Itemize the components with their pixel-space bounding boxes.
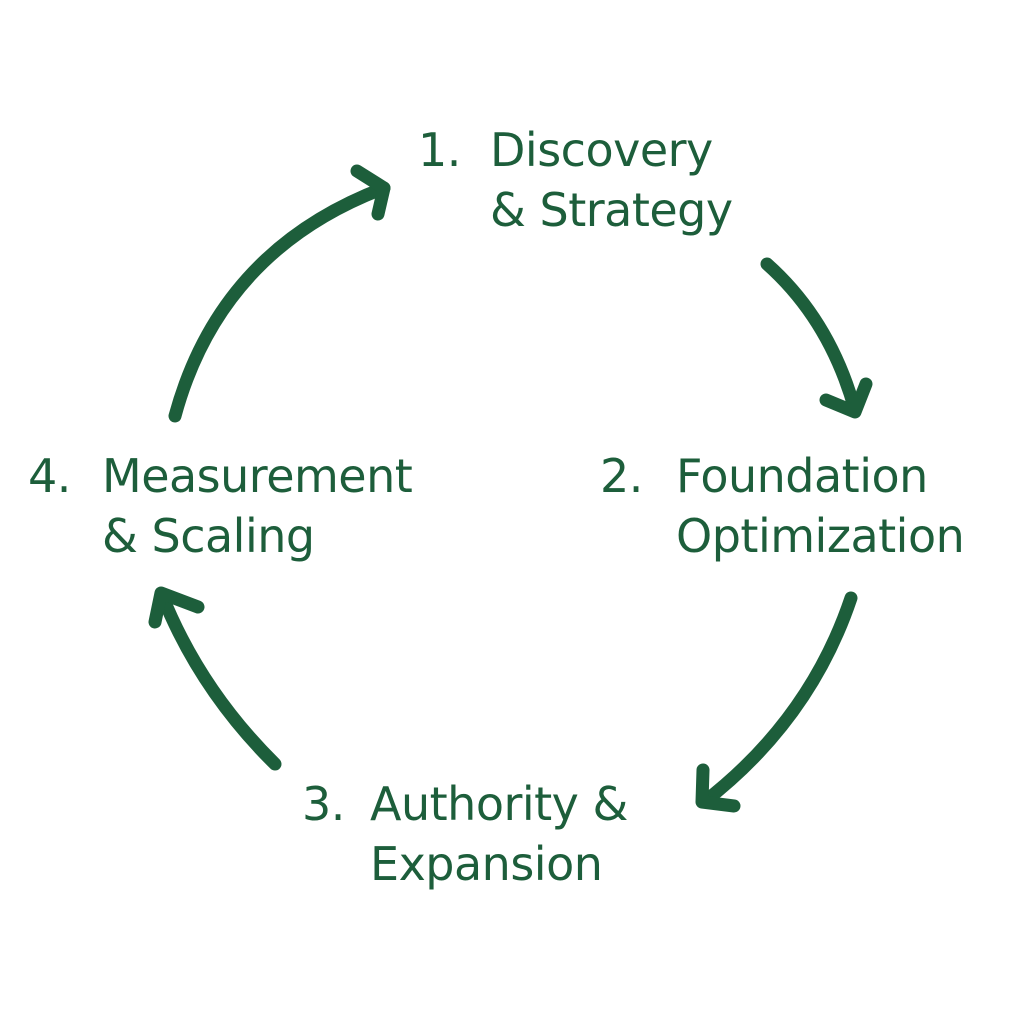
- step-number: 4.: [28, 449, 71, 503]
- step-label-line: & Scaling: [102, 509, 315, 563]
- step-label-line: Optimization: [676, 509, 965, 563]
- step-number: 3.: [302, 777, 345, 831]
- arrow-step4-to-step1: [168, 164, 391, 423]
- step-number: 2.: [600, 449, 643, 503]
- step-1-discovery-strategy: 1. Discovery & Strategy: [418, 120, 733, 240]
- step-label-line: Discovery: [490, 123, 713, 177]
- step-label-line: Measurement: [102, 449, 413, 503]
- step-2-foundation-optimization: 2. Foundation Optimization: [600, 446, 965, 566]
- step-label-line: Expansion: [370, 837, 603, 891]
- arrow-step1-to-step2: [760, 257, 873, 419]
- arrow-step2-to-step3: [695, 591, 858, 813]
- step-number: 1.: [418, 123, 461, 177]
- step-3-authority-expansion: 3. Authority & Expansion: [302, 774, 628, 894]
- arrow-step3-to-step4: [148, 586, 282, 771]
- step-label-line: Authority &: [370, 777, 628, 831]
- step-label-line: Foundation: [676, 449, 928, 503]
- step-label-line: & Strategy: [490, 183, 733, 237]
- step-4-measurement-scaling: 4. Measurement & Scaling: [28, 446, 413, 566]
